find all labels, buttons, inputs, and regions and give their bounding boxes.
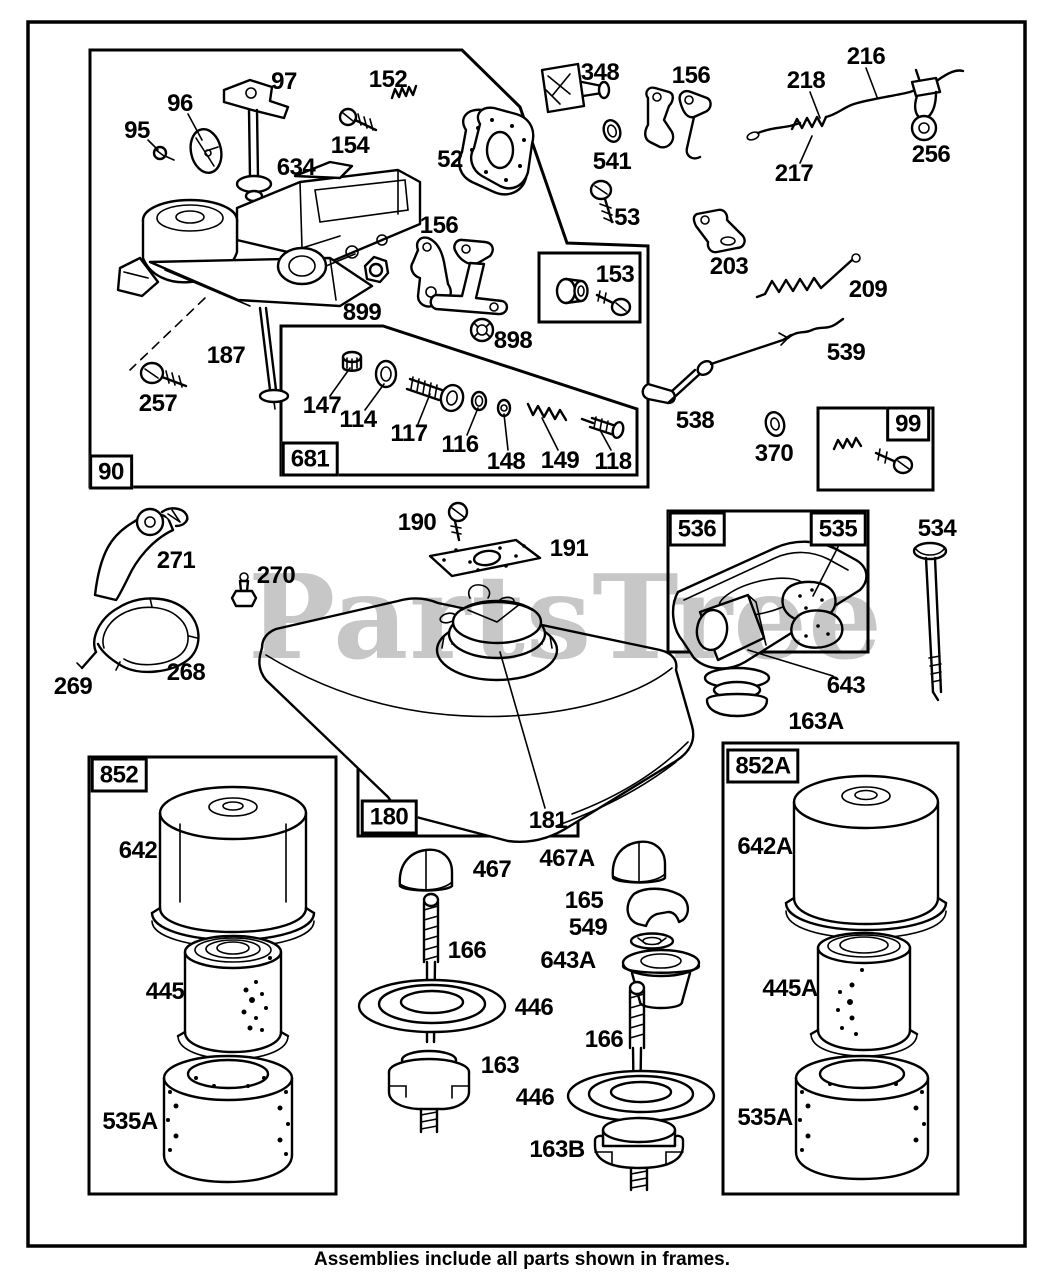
bolt-117-drawing xyxy=(405,376,465,413)
clip-165-drawing xyxy=(626,887,690,928)
diaphragm-446-right-drawing xyxy=(566,1069,716,1123)
plug-147-drawing xyxy=(341,350,363,372)
leader-lines xyxy=(147,67,878,451)
governor-link-216-drawing xyxy=(746,87,920,141)
pump-body-163b-drawing xyxy=(593,1116,685,1192)
frame-90 xyxy=(88,48,650,489)
control-lever-271-drawing xyxy=(93,507,189,602)
frame-99 xyxy=(816,406,935,492)
washer-116-drawing xyxy=(470,390,488,412)
pump-body-163-drawing xyxy=(387,1049,471,1134)
screw-534-drawing xyxy=(912,541,948,702)
foam-sleeve-535a-right-drawing xyxy=(794,1054,930,1181)
spring-152-drawing xyxy=(390,84,418,100)
link-539-drawing xyxy=(778,317,845,346)
ring-541-drawing xyxy=(602,119,622,143)
gasket-191-drawing xyxy=(428,538,542,578)
fitting-270-drawing xyxy=(230,572,258,608)
frame-153 xyxy=(537,251,642,324)
bracket-156b-drawing xyxy=(644,86,712,160)
choke-plate-96-drawing xyxy=(189,128,223,174)
carburetor-body-drawing xyxy=(116,160,422,308)
rod-538-drawing xyxy=(641,333,793,405)
cap-467a-drawing xyxy=(611,840,667,884)
screw-257-drawing xyxy=(139,361,188,388)
screw-190-drawing xyxy=(447,501,469,542)
spring-218-drawing xyxy=(790,115,828,131)
shaft-634-drawing xyxy=(235,108,273,210)
spring-209-drawing xyxy=(755,253,861,299)
bracket-97-drawing xyxy=(222,78,290,120)
foam-element-535-drawing xyxy=(781,580,844,649)
leader-dashed-257 xyxy=(129,297,206,371)
spring-screw-99-drawing xyxy=(832,436,914,475)
needle-187-drawing xyxy=(258,306,290,410)
frame-852a xyxy=(721,741,960,1196)
screw-154-drawing xyxy=(338,107,378,132)
cable-268-drawing xyxy=(76,597,200,674)
bracket-203-drawing xyxy=(692,208,746,254)
bracket-156-drawing xyxy=(410,236,509,316)
fuel-cap-181-drawing xyxy=(435,599,559,682)
washer-114-drawing xyxy=(374,359,398,389)
cap-467-drawing xyxy=(398,848,454,892)
washer-549-drawing xyxy=(629,932,675,950)
screw-53-drawing xyxy=(589,179,614,224)
plate-348-drawing xyxy=(540,62,611,114)
grommet-163a-drawing xyxy=(703,666,771,718)
ring-898-drawing xyxy=(469,317,495,343)
cup-643a-drawing xyxy=(621,948,701,1010)
leader-181 xyxy=(499,651,546,809)
diaphragm-446-left-drawing xyxy=(357,978,507,1034)
filter-cartridge-445a-drawing xyxy=(809,931,919,1057)
washer-370-drawing xyxy=(764,410,786,438)
frame-681 xyxy=(279,324,639,477)
frame-536 xyxy=(666,509,870,654)
filter-cartridge-445-drawing xyxy=(176,934,290,1060)
screw-118-drawing xyxy=(580,416,625,440)
air-cleaner-cover-642a-drawing xyxy=(784,774,948,939)
page-border xyxy=(26,20,1027,1248)
air-cleaner-base-drawing xyxy=(671,540,868,670)
nut-899-drawing xyxy=(363,255,390,284)
caption: Assemblies include all parts shown in fr… xyxy=(313,1249,731,1270)
air-cleaner-cover-642-drawing xyxy=(150,785,316,948)
gasket-52-drawing xyxy=(458,106,535,196)
clamp-256-drawing xyxy=(910,68,965,142)
frame-852 xyxy=(87,755,338,1196)
bushing-screw-153-drawing xyxy=(555,277,632,317)
leader-535 xyxy=(812,546,839,597)
foam-sleeve-535a-left-drawing xyxy=(162,1054,294,1184)
spring-149-drawing xyxy=(526,402,568,422)
leader-643 xyxy=(747,649,834,677)
